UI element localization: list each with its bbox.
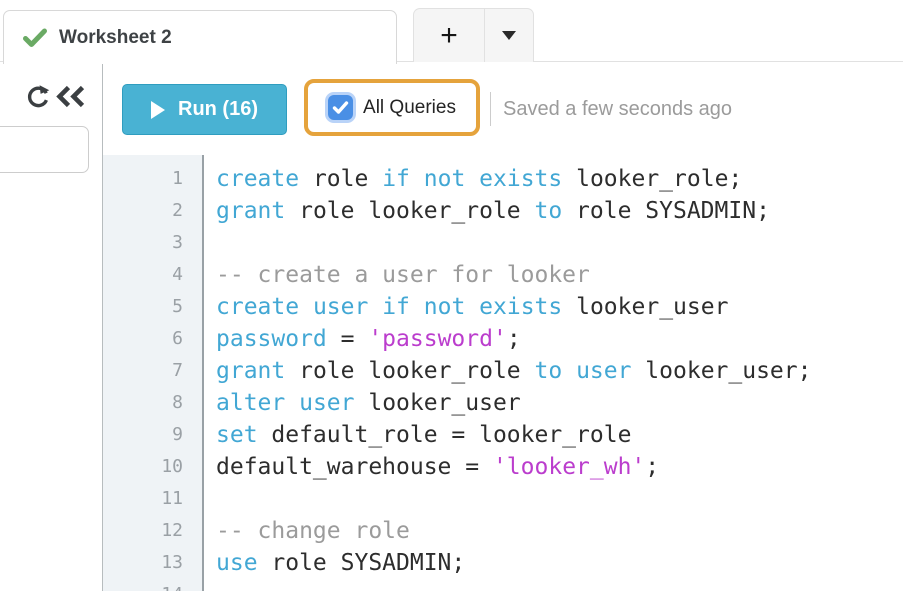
all-queries-label[interactable]: All Queries (363, 96, 456, 118)
line-number-gutter: 1234567891011121314 (103, 155, 204, 591)
tab-title: Worksheet 2 (59, 26, 172, 48)
line-number: 3 (172, 232, 183, 253)
line-number: 5 (172, 296, 183, 317)
all-queries-checkbox[interactable] (328, 95, 354, 120)
code-line[interactable]: grant role looker_role to role SYSADMIN; (216, 198, 770, 224)
line-number: 7 (172, 360, 183, 381)
code-line[interactable] (216, 579, 903, 591)
tab-worksheet-2[interactable]: Worksheet 2 (3, 10, 397, 64)
code-line[interactable]: create role if not exists looker_role; (216, 166, 743, 192)
checkmark-icon (332, 100, 349, 114)
green-check-icon (23, 28, 47, 48)
code-area[interactable]: create role if not exists looker_role;gr… (204, 155, 903, 591)
code-line[interactable]: set default_role = looker_role (216, 422, 632, 448)
code-line[interactable]: -- create a user for looker (216, 262, 590, 288)
code-line[interactable] (216, 483, 903, 515)
play-icon (151, 100, 165, 119)
worksheet-content: Run (16) All Queries Saved a few seconds… (103, 63, 903, 591)
main-area: Run (16) All Queries Saved a few seconds… (0, 63, 903, 591)
code-line[interactable]: use role SYSADMIN; (216, 550, 466, 576)
code-line[interactable]: password = 'password'; (216, 326, 521, 352)
line-number: 2 (172, 200, 183, 221)
line-number: 10 (161, 456, 183, 477)
caret-down-icon (502, 31, 516, 40)
tab-actions: + (413, 8, 534, 62)
line-number: 6 (172, 328, 183, 349)
tab-bar: Worksheet 2 + (0, 0, 903, 64)
all-queries-highlight: All Queries (304, 79, 480, 136)
sidebar-search-box[interactable] (0, 126, 89, 173)
worksheet-menu-button[interactable] (484, 9, 533, 62)
code-line[interactable]: default_warehouse = 'looker_wh'; (216, 454, 660, 480)
line-number: 12 (161, 520, 183, 541)
refresh-icon[interactable] (25, 84, 51, 115)
run-button-label: Run (16) (178, 98, 258, 120)
collapse-left-icon[interactable] (55, 85, 87, 113)
code-line[interactable]: -- change role (216, 518, 410, 544)
line-number: 1 (172, 168, 183, 189)
line-number: 13 (161, 552, 183, 573)
code-line[interactable]: alter user looker_user (216, 390, 521, 416)
line-number: 11 (161, 488, 183, 509)
saved-status: Saved a few seconds ago (503, 97, 733, 120)
line-number: 14 (103, 579, 202, 591)
toolbar-divider (490, 92, 491, 126)
run-button[interactable]: Run (16) (122, 84, 287, 135)
line-number: 9 (172, 424, 183, 445)
line-number: 4 (172, 264, 183, 285)
line-number: 8 (172, 392, 183, 413)
code-editor[interactable]: 1234567891011121314 create role if not e… (103, 155, 903, 591)
object-sidebar (0, 63, 103, 591)
code-line[interactable]: grant role looker_role to user looker_us… (216, 358, 812, 384)
code-line[interactable] (216, 227, 903, 259)
code-line[interactable]: create user if not exists looker_user (216, 294, 729, 320)
new-worksheet-button[interactable]: + (440, 18, 458, 52)
